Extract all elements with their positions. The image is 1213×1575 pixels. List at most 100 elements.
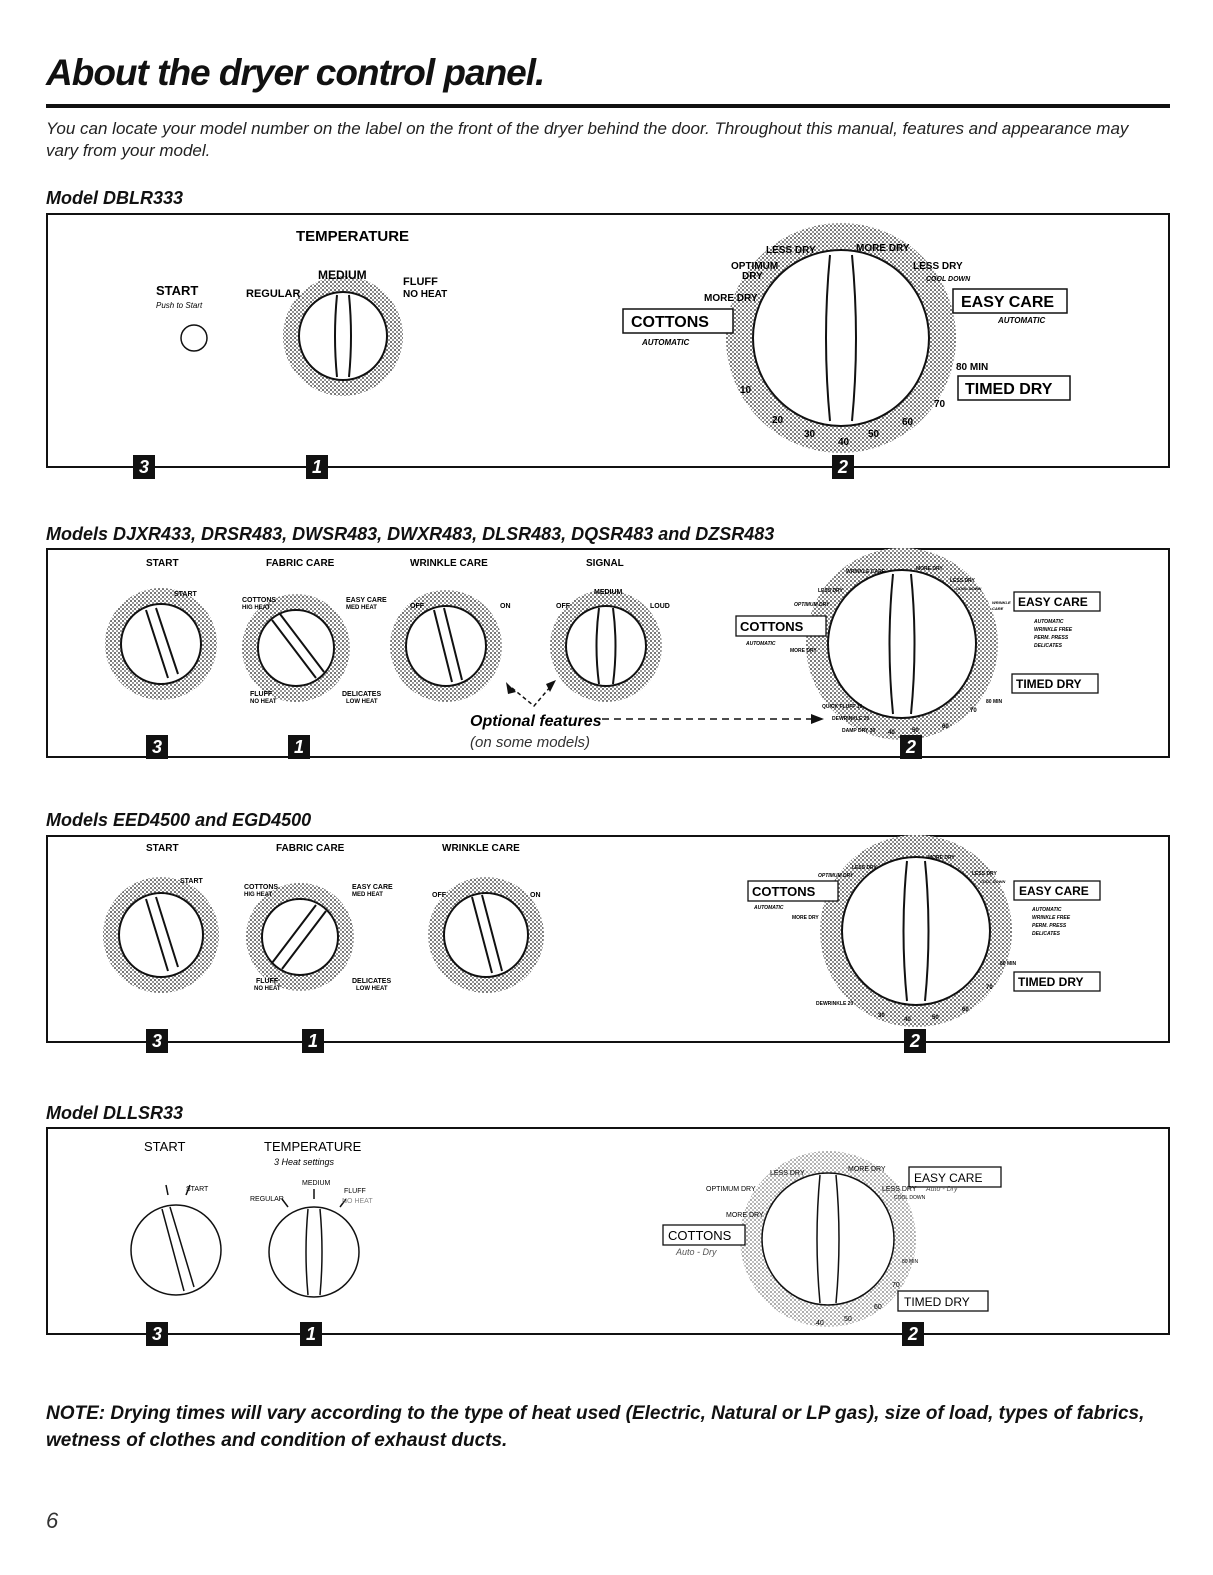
- svg-text:OPTIMUM DRY: OPTIMUM DRY: [706, 1186, 756, 1193]
- easy-care-label: EASY CARE: [961, 294, 1054, 311]
- start-button[interactable]: [180, 324, 208, 352]
- svg-text:50: 50: [844, 1316, 852, 1323]
- svg-text:EASY CARE: EASY CARE: [346, 597, 387, 604]
- start-label: START: [146, 558, 179, 569]
- cycle-selector-knob[interactable]: [761, 1172, 895, 1306]
- cottons-label: COTTONS: [631, 314, 709, 331]
- control-panel-djxr433: [46, 548, 1170, 758]
- wrinkle-care-label: WRINKLE CARE: [442, 843, 520, 854]
- svg-text:QUICK FLUFF 10: QUICK FLUFF 10: [822, 704, 862, 710]
- panel-baseline: [46, 466, 1170, 468]
- svg-text:MEDIUM: MEDIUM: [302, 1180, 331, 1187]
- heat-settings-label: 3 Heat settings: [274, 1157, 335, 1167]
- optional-features-label: Optional features: [470, 713, 602, 730]
- svg-text:MORE DRY: MORE DRY: [726, 1212, 764, 1219]
- svg-text:COTTONS: COTTONS: [242, 597, 276, 604]
- svg-text:START: START: [186, 1186, 209, 1193]
- fabric-care-knob[interactable]: [261, 898, 339, 976]
- svg-text:40: 40: [816, 1320, 824, 1327]
- callout-2: 2: [832, 455, 854, 479]
- start-label: START: [146, 843, 179, 854]
- svg-text:MEDIUM: MEDIUM: [594, 589, 623, 596]
- svg-text:MORE DRY: MORE DRY: [792, 915, 819, 921]
- svg-text:LESS DRY: LESS DRY: [770, 1170, 805, 1177]
- panel-baseline: [46, 1041, 1170, 1043]
- svg-text:FLUFF: FLUFF: [250, 691, 273, 698]
- cycle-selector-knob[interactable]: [827, 569, 977, 719]
- panel3-drawing: START FABRIC CARE WRINKLE CARE START COT…: [103, 835, 1101, 1027]
- signal-knob[interactable]: [565, 605, 647, 687]
- callout-1: 1: [306, 455, 328, 479]
- panel-baseline: [46, 756, 1170, 758]
- svg-text:AUTOMATIC: AUTOMATIC: [1031, 907, 1062, 913]
- svg-text:MED HEAT: MED HEAT: [352, 892, 383, 898]
- svg-text:WRINKLE CARE: WRINKLE CARE: [846, 569, 886, 575]
- svg-text:COOL DOWN: COOL DOWN: [894, 1195, 926, 1201]
- less-dry-label: LESS DRY: [766, 245, 816, 256]
- svg-text:LOW HEAT: LOW HEAT: [356, 986, 388, 992]
- svg-text:REGULAR: REGULAR: [250, 1196, 284, 1203]
- svg-text:70: 70: [986, 985, 993, 991]
- signal-label: SIGNAL: [586, 558, 624, 569]
- svg-text:AUTOMATIC: AUTOMATIC: [753, 905, 784, 911]
- start-knob[interactable]: [130, 1204, 222, 1296]
- timed-dry-label: TIMED DRY: [1016, 677, 1082, 691]
- svg-text:DELICATES: DELICATES: [352, 978, 391, 985]
- cool-down-label: COOL DOWN: [926, 276, 971, 283]
- wrinkle-care-knob[interactable]: [405, 605, 487, 687]
- svg-text:80 MIN: 80 MIN: [902, 1259, 919, 1265]
- svg-text:DAMP DRY 30: DAMP DRY 30: [842, 728, 875, 734]
- panel-baseline: [46, 1333, 1170, 1335]
- svg-text:PERM. PRESS: PERM. PRESS: [1032, 923, 1067, 929]
- svg-text:LESS DRY: LESS DRY: [882, 1186, 917, 1193]
- fabric-care-label: FABRIC CARE: [276, 843, 345, 854]
- svg-text:70: 70: [934, 399, 946, 410]
- cycle-selector-knob[interactable]: [752, 249, 930, 427]
- start-knob[interactable]: [118, 892, 204, 978]
- fabric-care-knob[interactable]: [257, 609, 335, 687]
- svg-text:DELICATES: DELICATES: [1032, 931, 1061, 937]
- svg-text:COOL DOWN: COOL DOWN: [956, 586, 981, 591]
- cottons-label: COTTONS: [752, 884, 816, 899]
- timed-dry-label: TIMED DRY: [904, 1295, 970, 1309]
- temperature-knob[interactable]: [268, 1206, 360, 1298]
- svg-text:60: 60: [942, 724, 949, 730]
- svg-text:60: 60: [902, 417, 914, 428]
- svg-text:START: START: [180, 878, 204, 885]
- svg-text:WRINKLE: WRINKLE: [992, 600, 1011, 605]
- timed-dry-label: TIMED DRY: [1018, 975, 1084, 989]
- temp-regular-label: REGULAR: [246, 288, 300, 300]
- easy-care-label: EASY CARE: [1019, 884, 1089, 898]
- less-dry-right-label: LESS DRY: [913, 261, 963, 272]
- callout-3: 3: [146, 1029, 168, 1053]
- svg-text:PERM. PRESS: PERM. PRESS: [1034, 635, 1069, 641]
- control-panel-dblr333: [46, 213, 1170, 468]
- easy-care-label: EASY CARE: [914, 1171, 982, 1185]
- callout-1: 1: [300, 1322, 322, 1346]
- temperature-knob[interactable]: [298, 291, 388, 381]
- svg-text:COTTONS: COTTONS: [244, 884, 278, 891]
- wrinkle-care-label: WRINKLE CARE: [410, 558, 488, 569]
- svg-text:MORE DRY: MORE DRY: [848, 1166, 886, 1173]
- callout-3: 3: [146, 735, 168, 759]
- svg-text:CARE: CARE: [992, 606, 1004, 611]
- svg-text:DEWRINKLE 20: DEWRINKLE 20: [832, 716, 869, 722]
- svg-text:OFF: OFF: [410, 603, 425, 610]
- panel1-drawing: TEMPERATURE START Push to Start MEDIUM R…: [156, 223, 1071, 453]
- svg-text:80 MIN: 80 MIN: [986, 699, 1003, 705]
- temperature-label: TEMPERATURE: [296, 228, 409, 245]
- model-heading-djxr433: Models DJXR433, DRSR483, DWSR483, DWXR48…: [46, 524, 775, 544]
- start-knob[interactable]: [120, 603, 202, 685]
- cycle-selector-knob[interactable]: [841, 856, 991, 1006]
- callout-2: 2: [900, 735, 922, 759]
- temp-fluff-label: FLUFF: [403, 276, 438, 288]
- wrinkle-care-knob[interactable]: [443, 892, 529, 978]
- callout-1: 1: [302, 1029, 324, 1053]
- svg-text:START: START: [174, 591, 198, 598]
- svg-text:60: 60: [874, 1304, 882, 1311]
- svg-text:50: 50: [912, 728, 919, 734]
- control-panel-dllsr33: [46, 1127, 1170, 1335]
- note-text: NOTE: Drying times will vary according t…: [46, 1403, 1145, 1451]
- automatic-left-label: AUTOMATIC: [641, 338, 689, 347]
- svg-text:HIG HEAT: HIG HEAT: [242, 605, 271, 611]
